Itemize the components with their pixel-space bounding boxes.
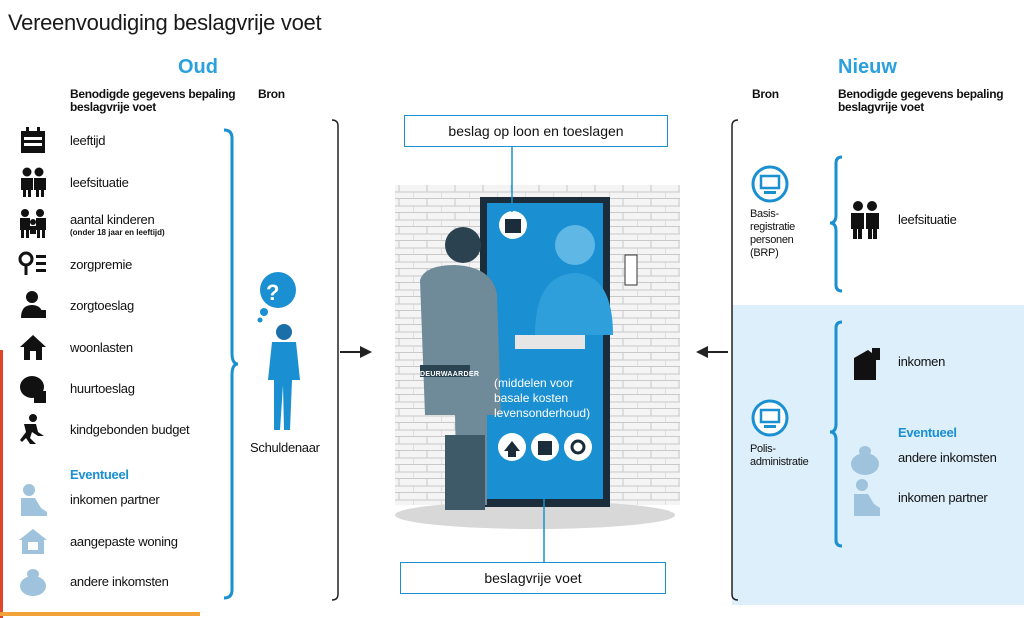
old-item-label: aangepaste woning [70,534,178,549]
old-needed-header: Benodigde gegevens bepaling beslagvrije … [70,87,236,114]
old-heading: Oud [178,56,218,78]
old-item-label: leeftijd [70,133,106,148]
polis-bracket [829,320,843,548]
stethoscope-icon [18,249,48,286]
old-item-label: zorgtoeslag [70,298,134,313]
new-needed-header: Benodigde gegevens bepaling beslagvrije … [838,87,1004,114]
debtor-label: Schuldenaar [250,440,320,455]
bottom-connector [543,482,545,562]
doctor-icon [18,290,48,327]
new-source-header: Bron [752,87,779,101]
brp-bracket [829,155,843,293]
old-item-label: kindgebonden budget [70,422,190,437]
old-item-sublabel: (onder 18 jaar en leeftijd) [70,228,165,237]
computer-icon [751,165,789,203]
income-icon [854,348,880,380]
child-running-icon [18,414,48,451]
new-item-leefsituatie: leefsituatie [898,212,957,227]
arrow-right [340,346,372,358]
house-icon [18,332,48,369]
couple-icon [851,201,879,239]
old-bracket [223,128,239,600]
new-optional-label: Eventueel [898,425,957,440]
couple-icon [18,167,48,204]
brp-source-label: Basis- registratie personen (BRP) [750,208,795,259]
old-source-bracket [331,119,339,601]
bailiff-label: DEURWAARDER [420,371,480,378]
top-box: beslag op loon en toeslagen [404,115,668,147]
rent-house-icon [18,373,48,410]
computer-icon [751,399,789,437]
old-item-label: woonlasten [70,340,133,355]
old-item-label: zorgpremie [70,257,133,272]
old-item-label: aantal kinderen [70,212,155,227]
partner-icon [854,479,880,516]
page-title: Vereenvoudiging beslagvrije voet [8,10,322,35]
door-text: (middelen voor basale kosten levensonder… [494,376,591,420]
family-icon [18,208,48,245]
question-mark: ? [266,280,280,305]
debtor-figure [257,272,300,430]
new-heading: Nieuw [838,56,897,78]
old-item-label: huurtoeslag [70,381,135,396]
bottom-box: beslagvrije voet [400,562,666,594]
calendar-icon [18,125,48,162]
old-item-label: inkomen partner [70,492,160,507]
polis-source-label: Polis- administratie [750,443,809,468]
old-item-label: leefsituatie [70,175,129,190]
top-connector [511,146,513,212]
new-item-andere-inkomsten: andere inkomsten [898,450,997,465]
adapted-house-icon [18,526,48,563]
partner-icon [18,484,48,521]
new-item-inkomen: inkomen [898,354,946,369]
new-source-bracket [731,119,739,601]
money-bag-icon [18,566,48,603]
old-source-header: Bron [258,87,285,101]
money-bag-icon [851,446,879,475]
old-item-label: andere inkomsten [70,574,169,589]
arrow-left [696,346,728,358]
bottom-edge-accent [0,612,200,616]
old-optional-label: Eventueel [70,467,129,482]
center-illustration [395,185,680,529]
new-item-inkomen-partner: inkomen partner [898,490,988,505]
left-edge-accent [0,350,3,618]
